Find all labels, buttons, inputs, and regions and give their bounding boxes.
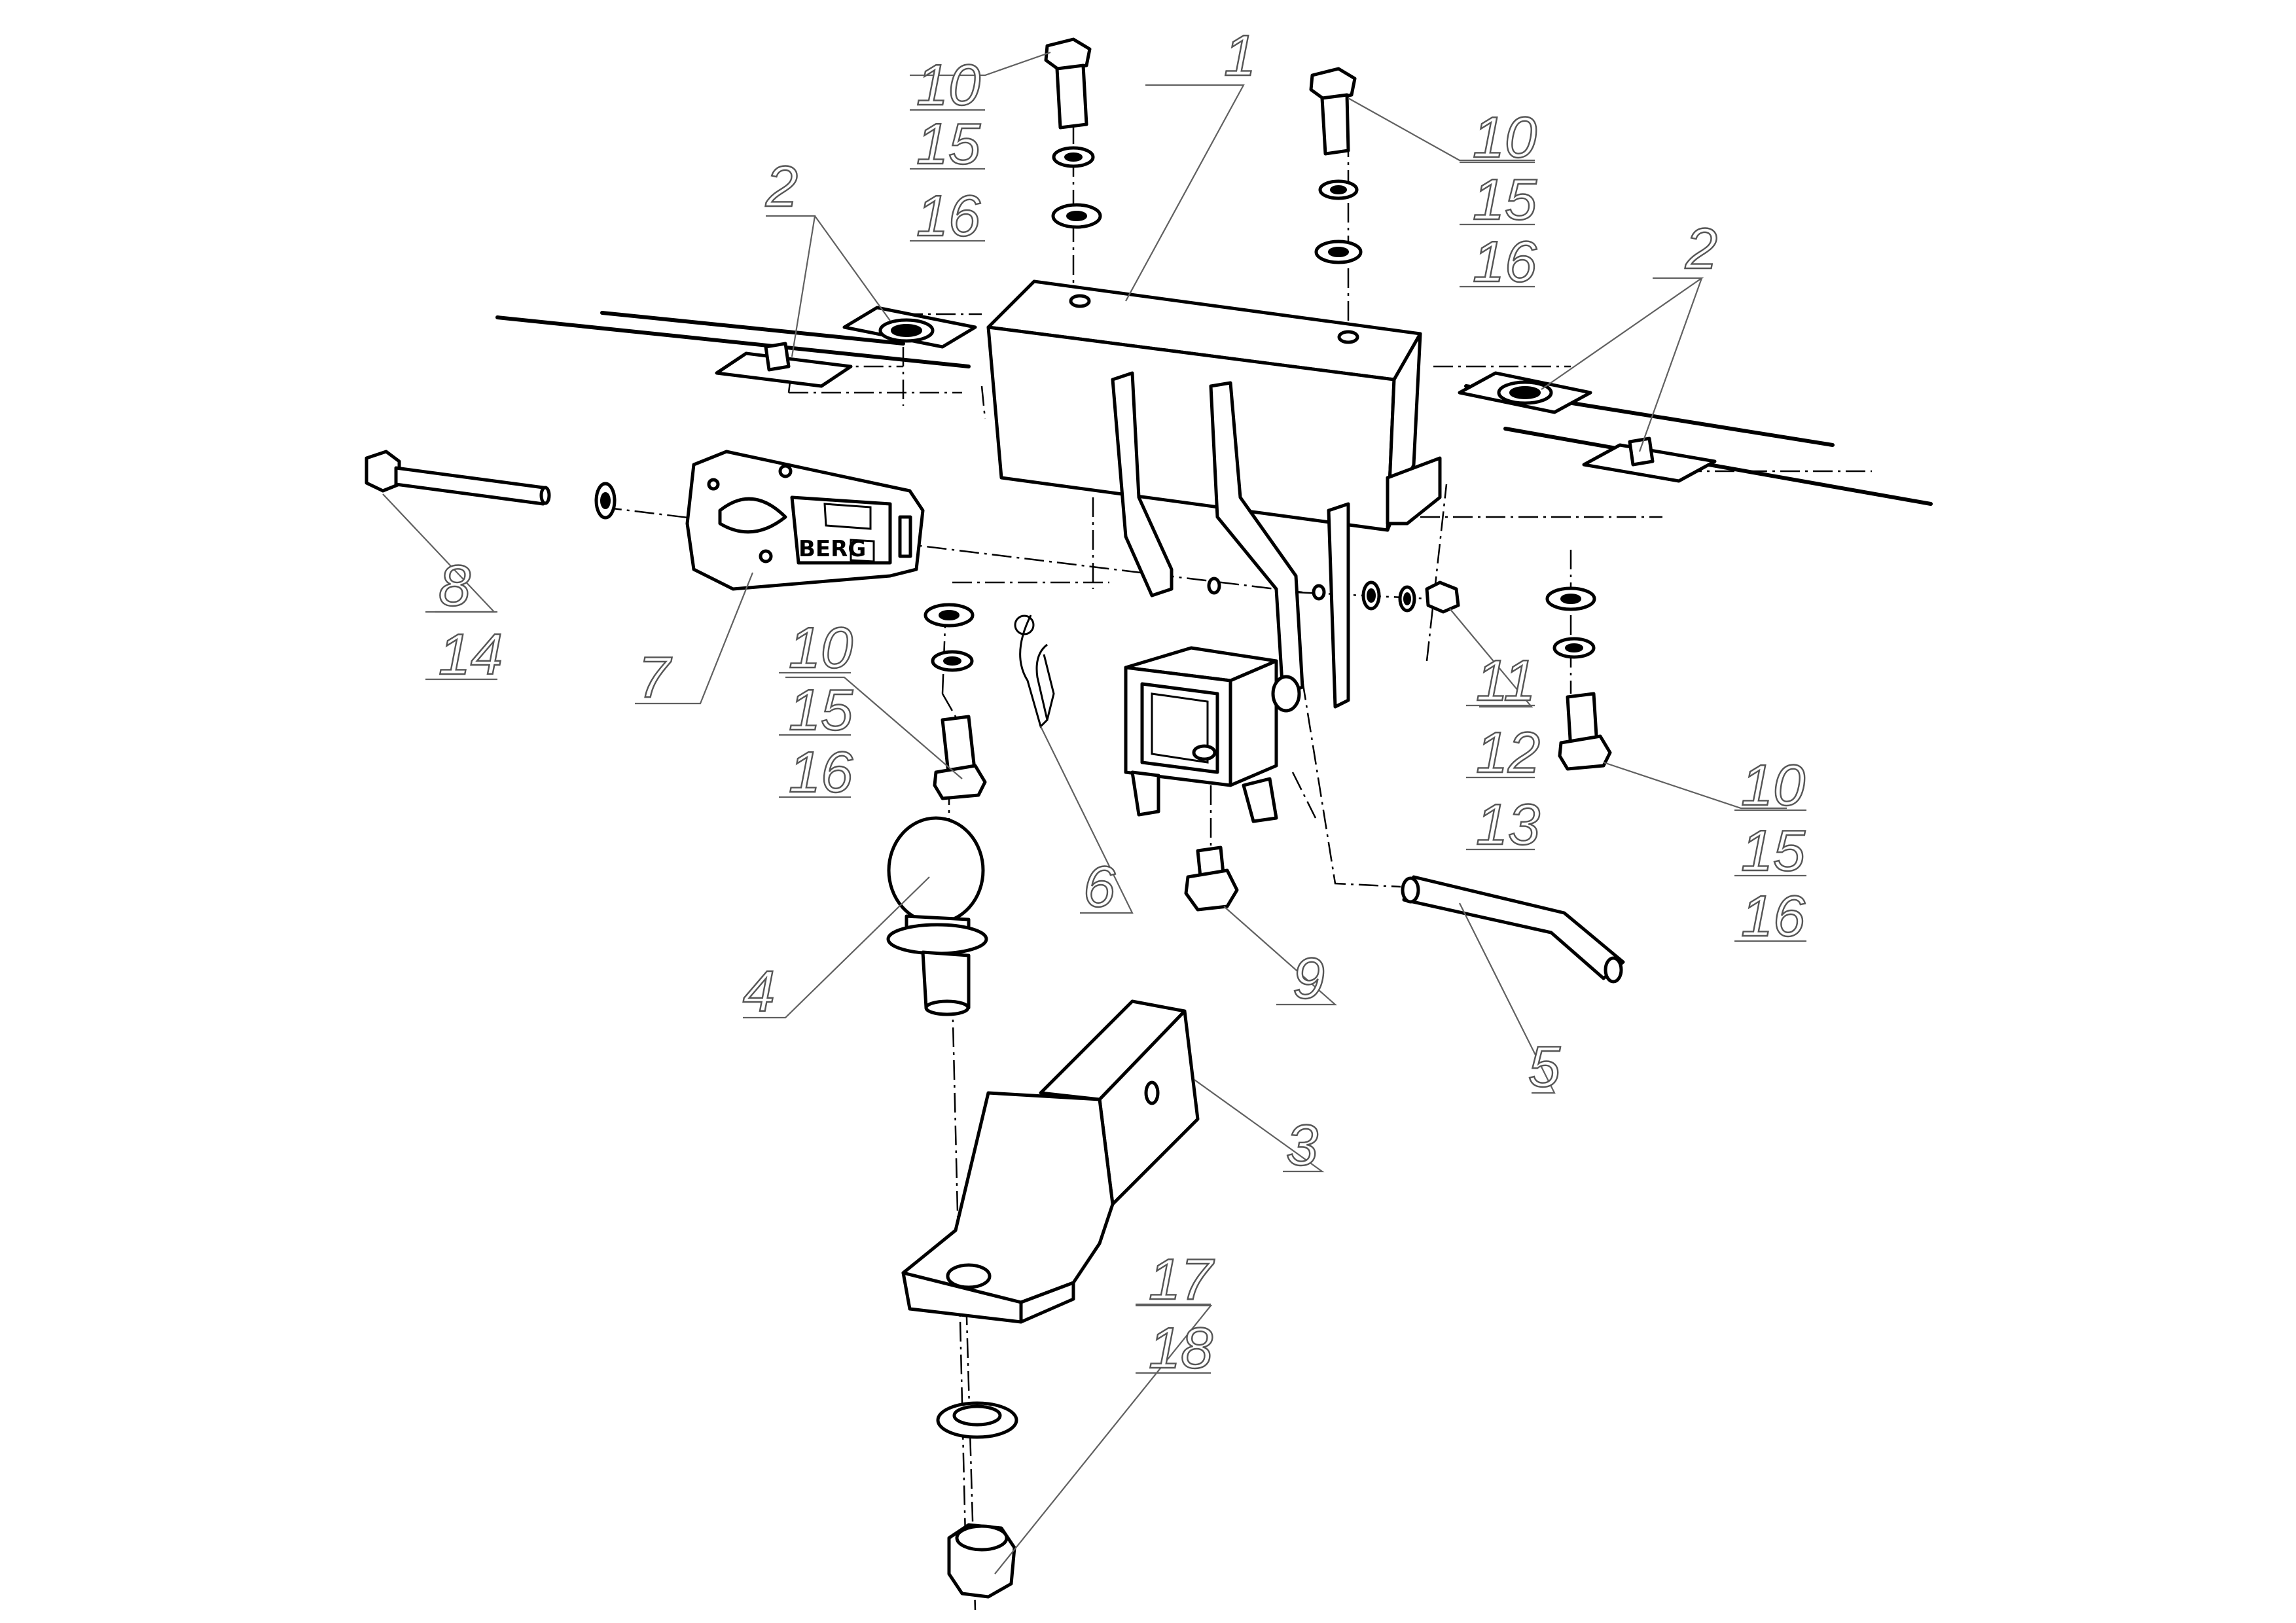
- socket-bracket-part-7: BERG: [685, 450, 925, 591]
- locking-pin-part-5: [1401, 875, 1625, 984]
- callout-8: 8: [439, 553, 471, 618]
- callout-4: 4: [743, 959, 775, 1024]
- main-frame-part-1: [986, 279, 1442, 823]
- bolt-set-top-right: [1309, 67, 1363, 264]
- nut-washers-11-12-13: [1312, 580, 1460, 614]
- callout-2-right: 2: [1685, 216, 1717, 281]
- callout-2-left: 2: [765, 154, 798, 219]
- callout-6: 6: [1083, 854, 1115, 919]
- callout-16-top-right: 16: [1473, 229, 1537, 294]
- washer-nut-17-18: [936, 1401, 1018, 1599]
- callout-15-right: 15: [1741, 818, 1806, 883]
- callout-16-top-left: 16: [916, 183, 980, 248]
- callout-17: 17: [1149, 1247, 1215, 1311]
- bolt-set-left: [924, 603, 987, 800]
- spring-clip-part-6: [1014, 615, 1055, 728]
- callout-11: 11: [1476, 648, 1535, 713]
- bolt-set-right: [1545, 586, 1612, 771]
- berg-logo: BERG: [798, 536, 866, 562]
- callout-15-top-right: 15: [1473, 167, 1537, 232]
- callout-9: 9: [1293, 946, 1325, 1010]
- callout-16-left: 16: [789, 740, 853, 804]
- callout-3: 3: [1286, 1113, 1318, 1177]
- callout-10-top-right: 10: [1473, 105, 1537, 169]
- bolt-set-top-left: [1044, 37, 1102, 229]
- callout-underlines: [425, 109, 1806, 1374]
- callout-18: 18: [1149, 1315, 1213, 1380]
- callout-5: 5: [1528, 1034, 1561, 1099]
- callout-16-right: 16: [1741, 883, 1805, 948]
- callout-14: 14: [439, 622, 503, 687]
- callout-10-left: 10: [789, 615, 853, 680]
- callout-1: 1: [1224, 23, 1256, 88]
- callout-13: 13: [1476, 792, 1540, 857]
- ball-mount-part-3: [901, 999, 1200, 1324]
- callout-15-top-left: 15: [916, 111, 981, 176]
- callout-labels: 10 15 16 1 10 15 16 2 2 8 14 7 10 15 16 …: [438, 22, 1806, 1381]
- long-bolt-part-8: [365, 450, 617, 520]
- callout-10-top-left: 10: [916, 52, 980, 117]
- mounting-plates-part-2: [495, 306, 1933, 506]
- callout-7: 7: [638, 645, 672, 709]
- callout-15-left: 15: [789, 677, 853, 742]
- callout-10-right: 10: [1741, 753, 1805, 817]
- callout-12: 12: [1476, 720, 1540, 785]
- tow-ball-part-4: [886, 816, 988, 1016]
- small-bolt-part-9: [1184, 846, 1239, 912]
- leader-lines: [382, 51, 1787, 1575]
